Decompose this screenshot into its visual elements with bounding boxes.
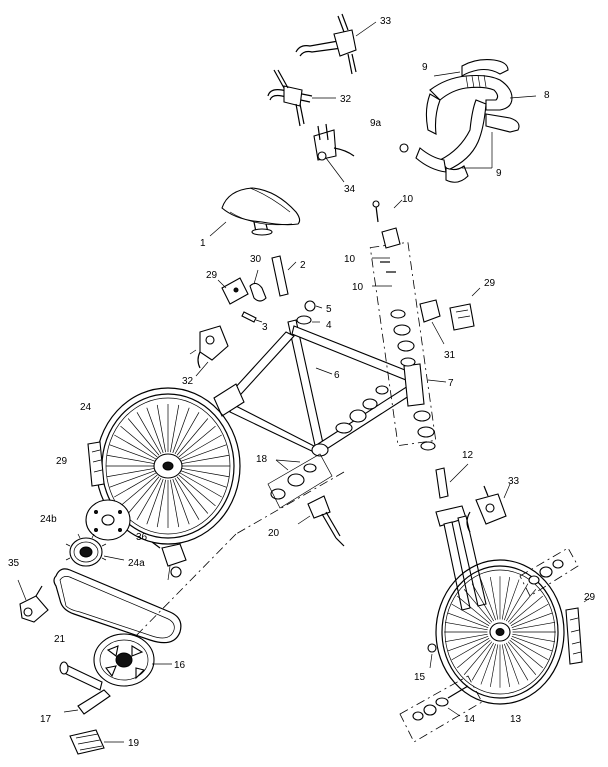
callout-14: 14 <box>464 714 476 725</box>
bottom-bracket-parts <box>267 385 389 509</box>
brake-lever-left-part <box>267 69 336 127</box>
spoke-protector-part <box>85 499 131 541</box>
callout-4: 4 <box>326 320 332 331</box>
rear-brake-caliper-part <box>189 325 229 377</box>
front-wheel-part <box>435 559 565 705</box>
callout-29c: 29 <box>56 456 68 467</box>
chainwheel-part <box>93 633 172 687</box>
callout-2: 2 <box>300 260 306 271</box>
callout-10b: 10 <box>344 254 356 265</box>
callout-9b: 9 <box>496 168 502 179</box>
callout-21: 21 <box>54 634 66 645</box>
handlebar-part <box>399 59 537 183</box>
kickstand-part <box>297 495 345 547</box>
callout-29a: 29 <box>206 270 218 281</box>
callout-32b: 32 <box>182 376 194 387</box>
callout-17: 17 <box>40 714 52 725</box>
callout-19: 19 <box>128 738 140 749</box>
brake-lever-right-part <box>295 13 377 75</box>
shift-lever-part <box>313 123 355 183</box>
rear-side-reflector-part <box>87 441 105 487</box>
callout-36: 36 <box>136 532 148 543</box>
seat-post-part <box>241 255 297 323</box>
callout-10c: 10 <box>352 282 364 293</box>
callout-33b: 33 <box>508 476 520 487</box>
callout-6: 6 <box>334 370 340 381</box>
callout-1: 1 <box>200 238 206 249</box>
callout-3: 3 <box>262 322 268 333</box>
callout-9sub: 9a <box>370 118 382 129</box>
rear-reflector-bracket-part <box>217 277 249 305</box>
front-derailleur-part <box>17 579 49 623</box>
callout-10a: 10 <box>402 194 414 205</box>
pedal-part <box>69 729 124 755</box>
front-side-reflector-part <box>519 547 591 665</box>
rear-derailleur-part <box>151 541 187 581</box>
callout-30: 30 <box>250 254 262 265</box>
callout-8: 8 <box>544 90 550 101</box>
callout-7: 7 <box>448 378 454 389</box>
callout-12: 12 <box>462 450 474 461</box>
callout-33a: 33 <box>380 16 392 27</box>
seat-clamp-parts <box>296 300 323 325</box>
callout-16: 16 <box>174 660 186 671</box>
callout-9a: 9 <box>422 62 428 73</box>
callout-15: 15 <box>414 672 426 683</box>
frame-part <box>213 319 425 457</box>
callout-24b: 24b <box>40 514 57 525</box>
freewheel-part <box>65 533 125 567</box>
callout-34: 34 <box>344 184 356 195</box>
front-fork-part <box>435 463 487 611</box>
crank-arm-part <box>59 661 111 715</box>
headset-parts <box>369 199 447 451</box>
callout-35: 35 <box>8 558 20 569</box>
chain-part <box>53 568 182 644</box>
callout-24: 24 <box>80 402 92 413</box>
alignment-line <box>127 471 345 645</box>
saddle-part <box>209 187 301 237</box>
callout-29b: 29 <box>484 278 496 289</box>
callout-20: 20 <box>268 528 280 539</box>
front-brake-caliper-part <box>466 483 511 533</box>
callout-18: 18 <box>256 454 268 465</box>
front-hub-parts <box>399 643 483 743</box>
callout-29d: 29 <box>584 592 596 603</box>
callout-31: 31 <box>444 350 456 361</box>
front-reflector-bracket-part <box>419 287 481 345</box>
callout-13: 13 <box>510 714 522 725</box>
callout-32a: 32 <box>340 94 352 105</box>
callout-5: 5 <box>326 304 332 315</box>
callout-24a: 24a <box>128 558 145 569</box>
